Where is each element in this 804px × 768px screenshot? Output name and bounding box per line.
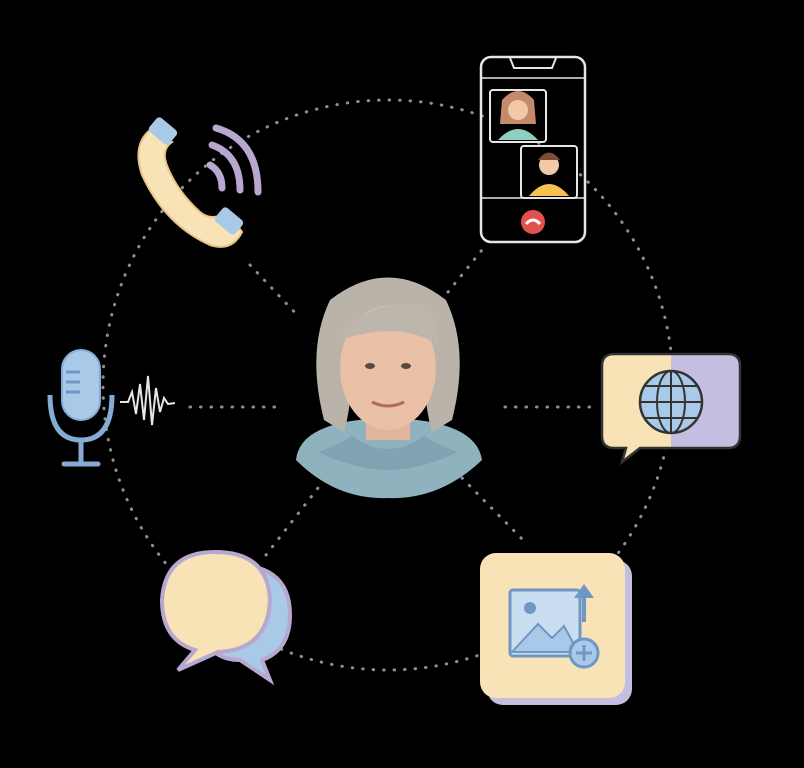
end-call-button xyxy=(521,210,545,234)
sound-wave-icon xyxy=(120,375,176,426)
person-portrait xyxy=(296,277,482,499)
image-upload-icon xyxy=(480,553,632,705)
phone-handset-icon xyxy=(137,117,262,248)
microphone-icon xyxy=(47,349,115,467)
globe-chat-icon xyxy=(600,352,742,466)
spokes xyxy=(188,248,594,557)
video-call-icon xyxy=(479,55,587,244)
chat-bubbles-icon xyxy=(159,549,293,686)
